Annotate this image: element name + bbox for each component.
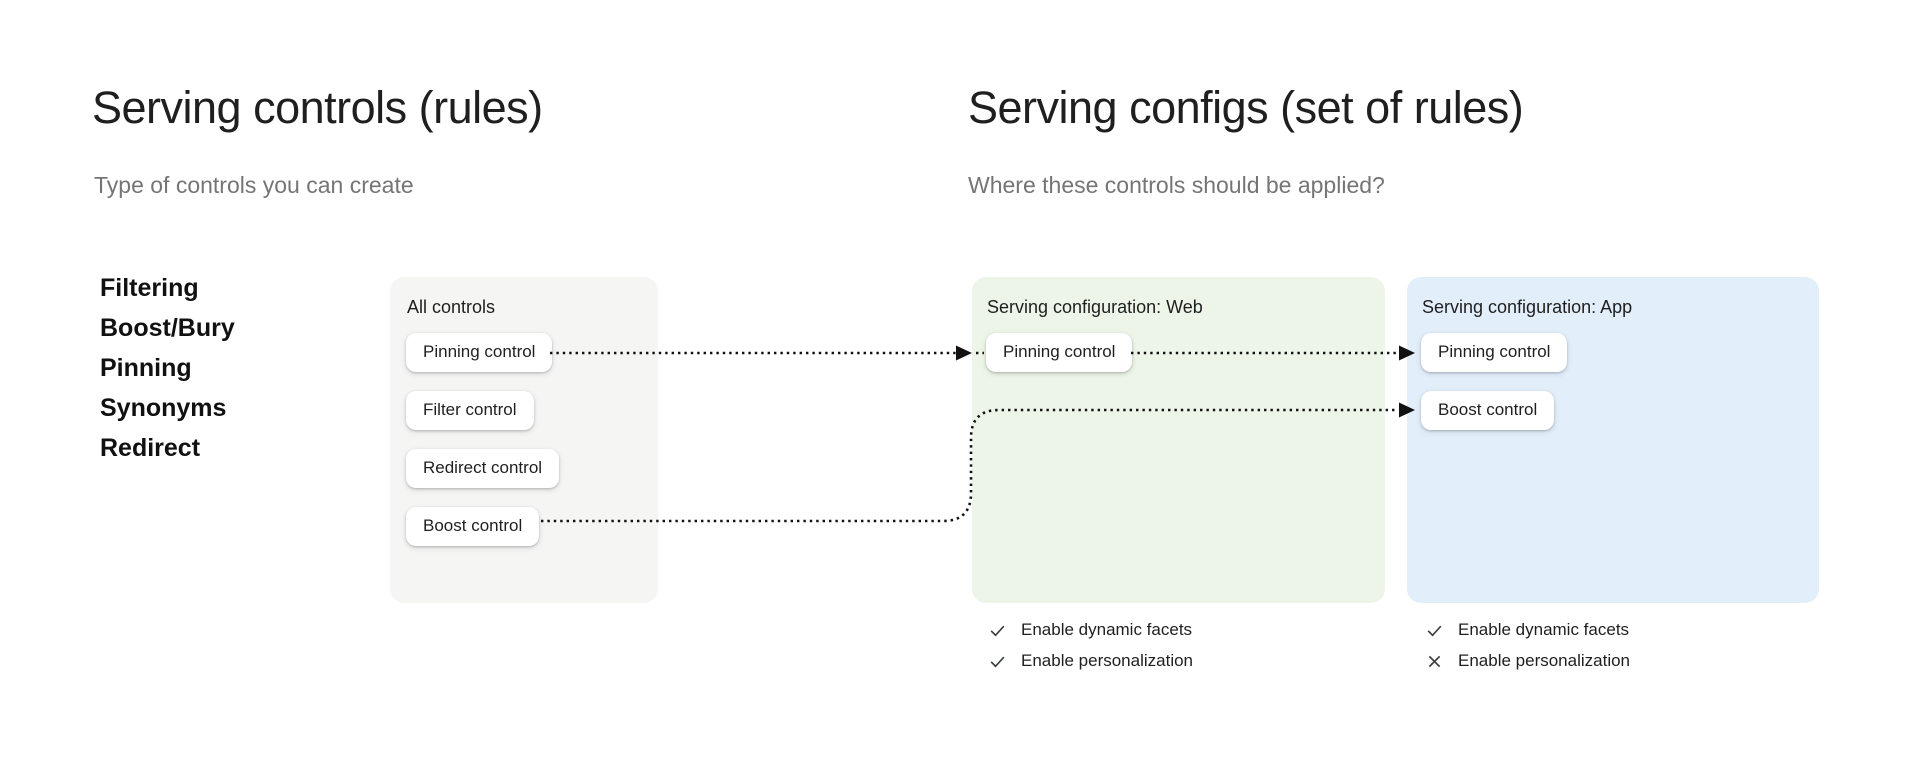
feature-label: Enable personalization [1021, 651, 1194, 670]
check-icon [1427, 625, 1442, 636]
web-feature-personalization: Enable personalization [988, 651, 1193, 671]
feature-label: Enable dynamic facets [1021, 620, 1193, 639]
left-section-title: Serving controls (rules) [92, 82, 543, 133]
cross-icon [1428, 655, 1441, 667]
all-controls-pill-stack: Pinning control Filter control Redirect … [406, 333, 560, 546]
all-controls-card: All controls Pinning control Filter cont… [390, 277, 658, 603]
check-icon [990, 625, 1005, 636]
control-type-pinning: Pinning [100, 354, 192, 382]
app-feature-list: Enable dynamic facets Enable personaliza… [1425, 620, 1630, 671]
control-type-synonyms: Synonyms [100, 394, 227, 422]
web-feature-list: Enable dynamic facets Enable personaliza… [988, 620, 1193, 671]
left-section-subtitle: Type of controls you can create [94, 172, 414, 198]
app-feature-dynamic-facets: Enable dynamic facets [1425, 620, 1630, 640]
app-feature-personalization: Enable personalization [1425, 651, 1630, 671]
pill-filter-control: Filter control [406, 391, 534, 430]
pill-pinning-control: Pinning control [406, 333, 553, 372]
web-pill-pinning-control: Pinning control [986, 333, 1133, 372]
control-type-boost-bury: Boost/Bury [100, 314, 235, 342]
control-type-filtering: Filtering [100, 274, 199, 302]
pill-boost-control: Boost control [406, 507, 540, 546]
all-controls-card-label: All controls [407, 297, 496, 317]
control-type-redirect: Redirect [100, 434, 201, 462]
feature-label: Enable dynamic facets [1458, 620, 1630, 639]
web-config-card: Serving configuration: Web Pinning contr… [972, 277, 1385, 603]
feature-label: Enable personalization [1458, 651, 1631, 670]
pill-redirect-control: Redirect control [406, 449, 560, 488]
app-config-card: Serving configuration: App Pinning contr… [1407, 277, 1819, 603]
right-section-subtitle: Where these controls should be applied? [968, 172, 1385, 198]
web-config-pill-stack: Pinning control [986, 333, 1133, 372]
web-config-card-label: Serving configuration: Web [987, 297, 1203, 317]
app-pill-pinning-control: Pinning control [1421, 333, 1568, 372]
arrowhead-icon [956, 345, 972, 361]
app-pill-boost-control: Boost control [1421, 391, 1555, 430]
check-icon [990, 656, 1005, 667]
right-section-title: Serving configs (set of rules) [968, 82, 1524, 133]
app-config-pill-stack: Pinning control Boost control [1421, 333, 1568, 430]
web-feature-dynamic-facets: Enable dynamic facets [988, 620, 1193, 640]
control-type-list: Filtering Boost/Bury Pinning Synonyms Re… [100, 268, 235, 468]
app-config-card-label: Serving configuration: App [1422, 297, 1633, 317]
